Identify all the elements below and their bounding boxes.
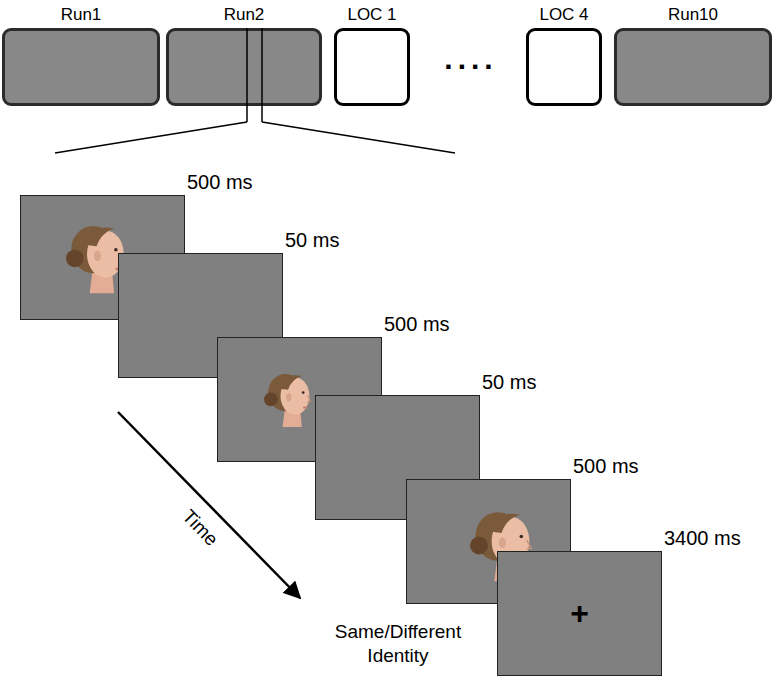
run-box: Run1 [2,28,160,106]
run-label: LOC 4 [539,6,588,25]
fixation-cross: + [570,596,589,631]
run-label: Run10 [668,6,718,25]
run-label: Run1 [61,6,102,25]
ellipsis-dots: .... [444,40,497,78]
run-label: LOC 1 [347,6,396,25]
run-box: Run2 [166,28,322,106]
duration-label: 500 ms [187,171,253,193]
run-box: Run10 [614,28,772,106]
zoom-line [55,122,247,153]
zoom-line [261,28,263,122]
zoom-line [262,122,455,153]
duration-label: 500 ms [384,313,450,335]
face-picture [264,374,311,427]
face-picture [264,365,319,427]
time-label: Time [177,505,223,551]
zoom-line [246,28,248,122]
response-label: Same/Different Identity [323,620,473,668]
duration-label: 50 ms [285,229,339,251]
duration-label: 3400 ms [664,527,741,549]
duration-label: 500 ms [573,455,639,477]
localizer-box: LOC 4 [526,28,602,106]
localizer-box: LOC 1 [334,28,410,106]
face-picture [66,226,126,293]
stimulus-screen: 3400 ms+ [497,551,662,676]
run-label: Run2 [224,6,265,25]
duration-label: 50 ms [482,371,536,393]
